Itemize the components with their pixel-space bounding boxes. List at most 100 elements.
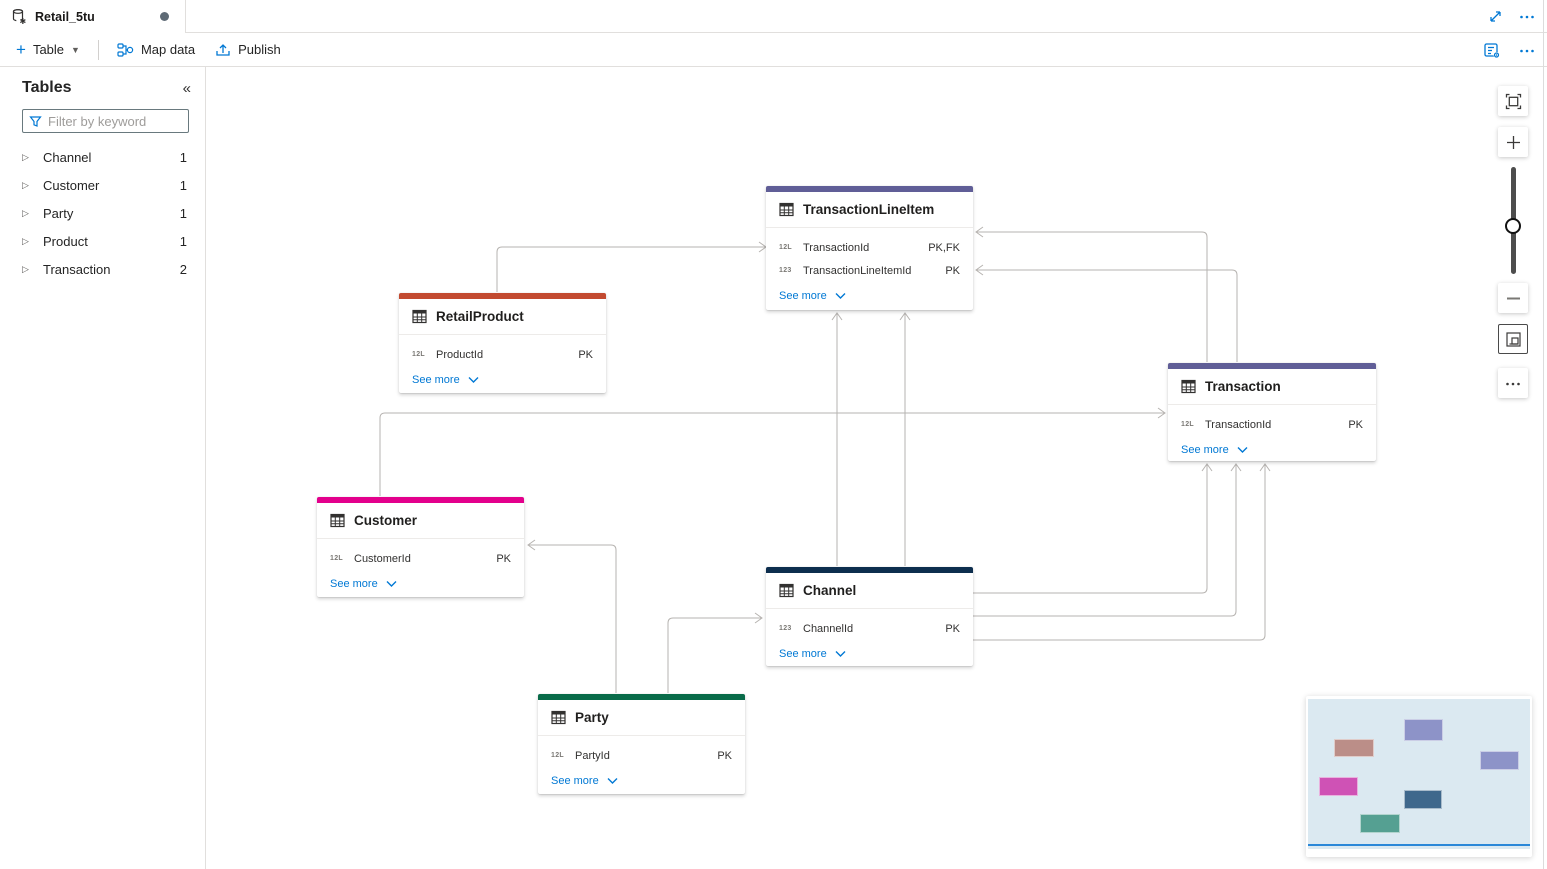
see-more-label: See more	[412, 374, 460, 386]
expand-chevron-icon[interactable]: ▷	[22, 179, 29, 190]
properties-pane-icon[interactable]	[1483, 42, 1501, 59]
expand-chevron-icon[interactable]: ▷	[22, 263, 29, 274]
map-data-button[interactable]: Map data	[107, 33, 205, 66]
map-data-label: Map data	[140, 42, 196, 57]
expand-chevron-icon[interactable]: ▷	[22, 235, 29, 246]
sidebar-item-customer[interactable]: ▷ Customer 1	[0, 171, 205, 199]
tree-item-label: Product	[43, 233, 88, 249]
see-more-label: See more	[551, 775, 599, 787]
table-card-transactionlineitem[interactable]: TransactionLineItem 12L TransactionId PK…	[766, 186, 973, 310]
see-more-label: See more	[779, 648, 827, 660]
sidebar-item-transaction[interactable]: ▷ Transaction 2	[0, 255, 205, 283]
tree-item-label: Party	[43, 205, 74, 221]
table-icon	[412, 309, 427, 324]
accent-bar	[538, 694, 745, 700]
key-label: PK,FK	[928, 241, 960, 254]
see-more-label: See more	[1181, 444, 1229, 456]
field-row[interactable]: 123 ChannelId PK	[779, 617, 960, 640]
toolbar-more-icon[interactable]	[1519, 43, 1535, 58]
field-row[interactable]: 12L CustomerId PK	[330, 547, 511, 570]
expand-window-icon[interactable]	[1488, 9, 1503, 24]
publish-icon	[215, 42, 231, 58]
minimap-rect-transactionlineitem	[1404, 719, 1443, 741]
accent-bar	[1168, 363, 1376, 369]
table-card-party[interactable]: Party 12L PartyId PK See more	[538, 694, 745, 794]
table-icon	[1181, 379, 1196, 394]
add-table-label: Table	[32, 42, 65, 57]
table-card-channel[interactable]: Channel 123 ChannelId PK See more	[766, 567, 973, 666]
sidebar-item-channel[interactable]: ▷ Channel 1	[0, 143, 205, 171]
see-more-link[interactable]: See more	[551, 769, 732, 793]
field-row[interactable]: 123 TransactionLineItemId PK	[779, 259, 960, 282]
see-more-link[interactable]: See more	[412, 368, 593, 392]
tree-item-label: Channel	[43, 149, 92, 165]
field-name: CustomerId	[354, 552, 411, 565]
chevron-down-icon	[1237, 447, 1248, 453]
zoom-out-button[interactable]	[1498, 283, 1528, 313]
minimap-rect-party	[1360, 814, 1400, 833]
zoom-in-button[interactable]	[1498, 127, 1528, 157]
sidebar-item-product[interactable]: ▷ Product 1	[0, 227, 205, 255]
field-name: ChannelId	[803, 622, 854, 635]
tree-item-count: 1	[179, 233, 187, 249]
field-row[interactable]: 12L TransactionId PK	[1181, 413, 1363, 436]
tab-retail-5tu[interactable]: ✱ Retail_5tu	[0, 0, 186, 33]
field-row[interactable]: 12L TransactionId PK,FK	[779, 236, 960, 259]
key-label: PK	[578, 348, 593, 361]
accent-bar	[766, 567, 973, 573]
bigint-type-icon: 12L	[551, 752, 564, 759]
canvas-more-button[interactable]	[1498, 368, 1528, 398]
expand-chevron-icon[interactable]: ▷	[22, 151, 29, 162]
see-more-link[interactable]: See more	[779, 284, 960, 308]
table-title: Transaction	[1205, 379, 1281, 394]
unsaved-changes-dot	[160, 12, 169, 21]
zoom-slider-knob[interactable]	[1505, 218, 1521, 234]
add-table-button[interactable]: + Table ▼	[6, 33, 90, 66]
tab-more-icon[interactable]	[1519, 9, 1535, 24]
minimap-rect-customer	[1319, 777, 1358, 796]
sidebar-title: Tables	[22, 79, 72, 96]
chevron-down-icon	[835, 651, 846, 657]
minimap-rect-channel	[1404, 790, 1442, 809]
toolbar: + Table ▼ Map data Publish	[0, 33, 1547, 67]
table-card-customer[interactable]: Customer 12L CustomerId PK See more	[317, 497, 524, 597]
filter-input[interactable]	[48, 113, 168, 129]
field-row[interactable]: 12L PartyId PK	[551, 744, 732, 767]
tab-strip-border	[186, 32, 1547, 33]
tables-sidebar: Tables « ▷ Channel 1 ▷ Customer 1 ▷ Part…	[0, 67, 206, 869]
see-more-link[interactable]: See more	[330, 572, 511, 596]
tree-item-count: 1	[179, 149, 187, 165]
tab-bar: ✱ Retail_5tu	[0, 0, 1547, 33]
minimap-rect-transaction	[1480, 751, 1519, 770]
bigint-type-icon: 12L	[330, 555, 343, 562]
minimap-panel[interactable]	[1306, 696, 1532, 857]
svg-text:✱: ✱	[20, 17, 27, 25]
field-row[interactable]: 12L ProductId PK	[412, 343, 593, 366]
table-card-retailproduct[interactable]: RetailProduct 12L ProductId PK See more	[399, 293, 606, 393]
table-title: Channel	[803, 583, 857, 598]
key-label: PK	[1348, 418, 1363, 431]
accent-bar	[399, 293, 606, 299]
accent-bar	[766, 186, 973, 192]
fit-to-screen-button[interactable]	[1498, 86, 1528, 116]
field-name: ProductId	[436, 348, 484, 361]
publish-button[interactable]: Publish	[205, 33, 291, 66]
collapse-sidebar-icon[interactable]: «	[182, 79, 191, 97]
key-label: PK	[945, 264, 960, 277]
table-title: Customer	[354, 513, 418, 528]
minimap-toggle-button[interactable]	[1498, 324, 1528, 354]
table-card-transaction[interactable]: Transaction 12L TransactionId PK See mor…	[1168, 363, 1376, 461]
int-type-icon: 123	[779, 625, 792, 632]
see-more-label: See more	[330, 578, 378, 590]
map-data-icon	[117, 42, 134, 58]
tree-item-label: Transaction	[43, 261, 111, 277]
table-icon	[779, 202, 794, 217]
sidebar-item-party[interactable]: ▷ Party 1	[0, 199, 205, 227]
see-more-link[interactable]: See more	[779, 642, 960, 666]
minimap-area[interactable]	[1308, 699, 1530, 849]
expand-chevron-icon[interactable]: ▷	[22, 207, 29, 218]
chevron-down-icon: ▼	[71, 44, 80, 55]
see-more-link[interactable]: See more	[1181, 438, 1363, 462]
minimap-viewport-indicator	[1308, 844, 1530, 846]
tree-item-count: 1	[179, 177, 187, 193]
